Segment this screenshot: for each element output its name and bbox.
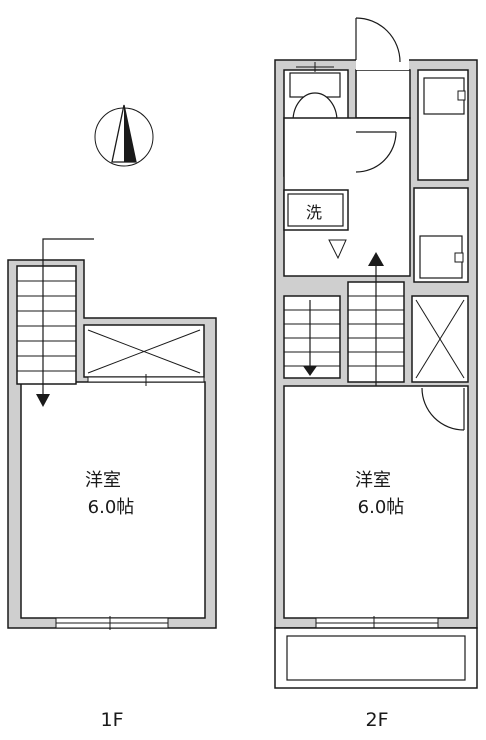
entrance-door [355, 17, 409, 70]
floor-2f: 洗 [274, 17, 478, 731]
north-arrow-icon [94, 104, 154, 167]
room-2f-door [421, 387, 465, 431]
laundry-label: 洗 [306, 203, 322, 222]
stair-arrow-down-icon [303, 300, 317, 376]
closet-cross-1f [87, 329, 201, 374]
room-1f-size: 6.0帖 [88, 497, 135, 518]
floor-2f-label: 2F [365, 709, 388, 731]
entrance-area [355, 69, 411, 119]
closet-sliding-door-1f [87, 374, 205, 386]
floor-1f: 洋室 6.0帖 1F [7, 238, 217, 731]
stair-arrow-up-icon [368, 252, 384, 396]
room-2f-size: 6.0帖 [358, 497, 405, 518]
kitchen-sink-icon [419, 235, 464, 279]
staircase-1f [16, 265, 77, 385]
washbasin-icon [423, 77, 466, 115]
closet-cross-2f [415, 299, 465, 379]
balcony-2f [274, 627, 478, 689]
window-1f [55, 616, 169, 630]
room-2f-name: 洋室 [355, 470, 391, 491]
toilet-door [355, 131, 397, 173]
stair-treads-1f [17, 280, 76, 372]
stair-arrow-down-icon [36, 238, 94, 407]
room-2f-western [283, 385, 469, 619]
room-1f-name: 洋室 [85, 470, 121, 491]
laundry-pan-icon [328, 239, 347, 260]
floor-1f-label: 1F [100, 709, 123, 731]
